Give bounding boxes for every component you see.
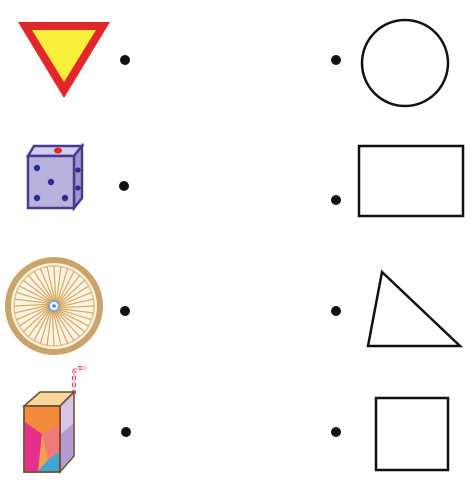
right-dot-1[interactable] <box>331 55 341 65</box>
left-dot-4[interactable] <box>121 427 131 437</box>
match-row-1 <box>0 0 470 120</box>
left-dot-2[interactable] <box>119 181 129 191</box>
match-row-4 <box>0 362 470 482</box>
yield-sign-icon <box>14 18 114 102</box>
match-row-2 <box>0 128 470 228</box>
square-shape <box>374 396 450 472</box>
right-dot-3[interactable] <box>331 306 341 316</box>
circle-shape <box>359 17 451 109</box>
juice-box-icon <box>18 364 98 476</box>
left-dot-3[interactable] <box>120 306 130 316</box>
wheel-icon <box>4 256 104 356</box>
match-row-3 <box>0 250 470 360</box>
right-dot-4[interactable] <box>331 427 341 437</box>
dice-icon <box>24 142 88 212</box>
rectangle-shape <box>357 144 465 218</box>
left-dot-1[interactable] <box>120 55 130 65</box>
triangle-shape <box>364 268 464 350</box>
right-dot-2[interactable] <box>331 195 341 205</box>
